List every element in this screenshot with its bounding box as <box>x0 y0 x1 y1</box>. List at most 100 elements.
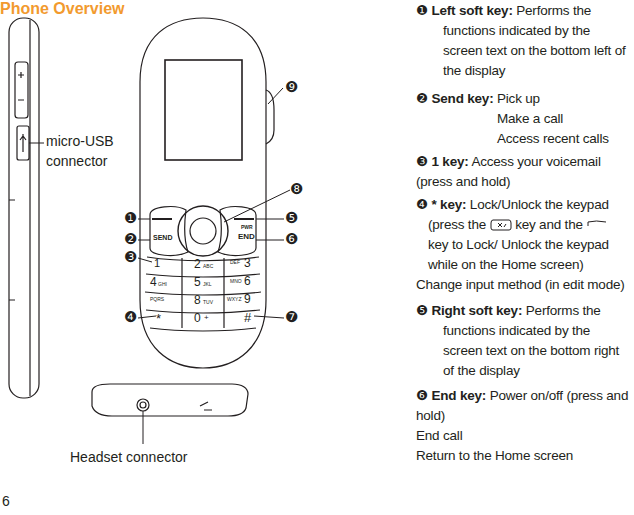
front-view-stroke <box>146 310 260 313</box>
bottom-view-stroke <box>92 384 248 416</box>
callout-number: ❶ <box>124 211 137 226</box>
front-view <box>140 18 274 368</box>
bottom-view-stroke <box>200 402 212 410</box>
callout-number: ❹ <box>416 196 428 212</box>
side-view <box>9 18 39 398</box>
callout-number: ❾ <box>285 80 298 95</box>
callout-number: ❸ <box>416 153 428 169</box>
key-label: DEF <box>230 260 240 265</box>
bottom-view <box>92 384 248 416</box>
bottom-view-stroke <box>140 402 146 408</box>
callout-number: ❹ <box>124 310 137 325</box>
callout-number: ❻ <box>285 232 298 247</box>
key-label: * <box>156 312 161 325</box>
key-description: Pick up <box>497 91 540 106</box>
key-label: 3 <box>244 257 251 269</box>
key-name: * key: <box>431 197 466 212</box>
key-name: 1 key: <box>431 154 468 169</box>
key-label: PQRS <box>150 297 164 302</box>
front-view-stroke <box>182 258 224 328</box>
side-view-stroke <box>29 20 30 396</box>
key-label: 6 <box>244 275 251 287</box>
leader-line-stroke <box>268 88 283 104</box>
key-description: Change input method (in edit mode) <box>428 275 632 295</box>
key-label: TUV <box>203 300 213 305</box>
side-view-stroke <box>20 134 26 152</box>
callout-number: ❼ <box>285 310 298 325</box>
leader-line-stroke <box>143 411 144 444</box>
icon-stroke <box>588 221 606 226</box>
key-label: 0 <box>194 312 201 324</box>
inline-icon <box>586 217 608 232</box>
key-label: 9 <box>244 293 251 305</box>
bottom-view-stroke <box>137 399 149 411</box>
callout-number: ❸ <box>124 250 137 265</box>
key-label: 2 <box>194 258 201 270</box>
front-view-stroke <box>145 292 261 295</box>
legend-item: ❷ Send key: Pick upMake a callAccess rec… <box>416 88 632 149</box>
leader-line-stroke <box>138 258 152 262</box>
legend-item: ❶ Left soft key: Performs the functions … <box>416 0 632 81</box>
callout-number: ❷ <box>124 232 137 247</box>
front-view-stroke <box>152 218 254 220</box>
leader-line-stroke <box>138 219 150 220</box>
key-label: + <box>204 314 209 322</box>
key-label: 5 <box>194 276 201 288</box>
front-view-stroke <box>147 257 259 261</box>
front-view-stroke <box>150 328 256 331</box>
icon-stroke <box>491 220 511 230</box>
key-label: WXYZ <box>227 297 241 302</box>
part-label: micro-USB connector <box>46 131 130 171</box>
leader-line-stroke <box>256 219 284 220</box>
star-key-icon <box>490 218 512 232</box>
side-view-stroke <box>9 200 15 300</box>
callout-number: ❶ <box>416 2 428 18</box>
key-name: End key: <box>431 388 486 403</box>
legend-item: ❺ Right soft key: Performs the functions… <box>416 300 632 381</box>
key-label: GHI <box>158 282 167 287</box>
side-view-stroke <box>15 62 28 118</box>
front-view-stroke <box>178 206 228 256</box>
key-description: Access recent calls <box>497 129 632 149</box>
soft-key-icon <box>586 218 608 232</box>
front-view-stroke <box>190 218 216 244</box>
key-description: End call <box>416 426 632 446</box>
inline-icon <box>490 217 512 232</box>
front-view-stroke <box>150 207 188 256</box>
callout-number: ❽ <box>290 182 303 197</box>
key-name: Send key: <box>431 91 493 106</box>
part-label: Headset connector <box>70 450 188 464</box>
leader-line-stroke <box>29 143 44 144</box>
key-label: # <box>244 311 251 324</box>
key-label: MNO <box>230 279 242 284</box>
page-number: 6 <box>2 494 10 508</box>
side-view-stroke <box>9 18 39 398</box>
leader-line-stroke <box>256 240 284 241</box>
key-description: Return to the Home screen <box>416 446 632 466</box>
front-view-stroke <box>140 18 266 368</box>
page-title: Phone Overview <box>0 0 125 18</box>
front-view-stroke <box>146 274 260 277</box>
leader-line-stroke <box>138 316 156 318</box>
leader-lines <box>29 88 290 444</box>
key-label: 1 <box>154 258 160 269</box>
front-view-stroke <box>165 60 242 160</box>
side-view-stroke <box>18 72 24 100</box>
leader-line-stroke <box>224 190 290 222</box>
side-view-stroke <box>17 126 29 160</box>
key-label: END <box>238 233 255 241</box>
leader-line-stroke <box>254 316 284 318</box>
legend-item: ❸ 1 key: Access your voicemail (press an… <box>416 151 632 192</box>
leader-line-stroke <box>138 240 150 241</box>
key-description: key to Lock/ Unlock the keypad while on … <box>428 237 609 272</box>
front-view-stroke <box>266 90 274 144</box>
key-label: ABC <box>203 264 213 269</box>
key-name: Right soft key: <box>431 303 522 318</box>
front-view-stroke <box>218 207 256 256</box>
key-label: JKL <box>203 282 212 287</box>
key-label: 4 <box>150 276 157 288</box>
callout-number: ❷ <box>416 90 428 106</box>
legend-item: ❹ * key: Lock/Unlock the keypad (press t… <box>416 194 632 295</box>
key-label: PWR <box>241 225 253 230</box>
legend-item: ❻ End key: Power on/off (press and hold)… <box>416 385 632 466</box>
